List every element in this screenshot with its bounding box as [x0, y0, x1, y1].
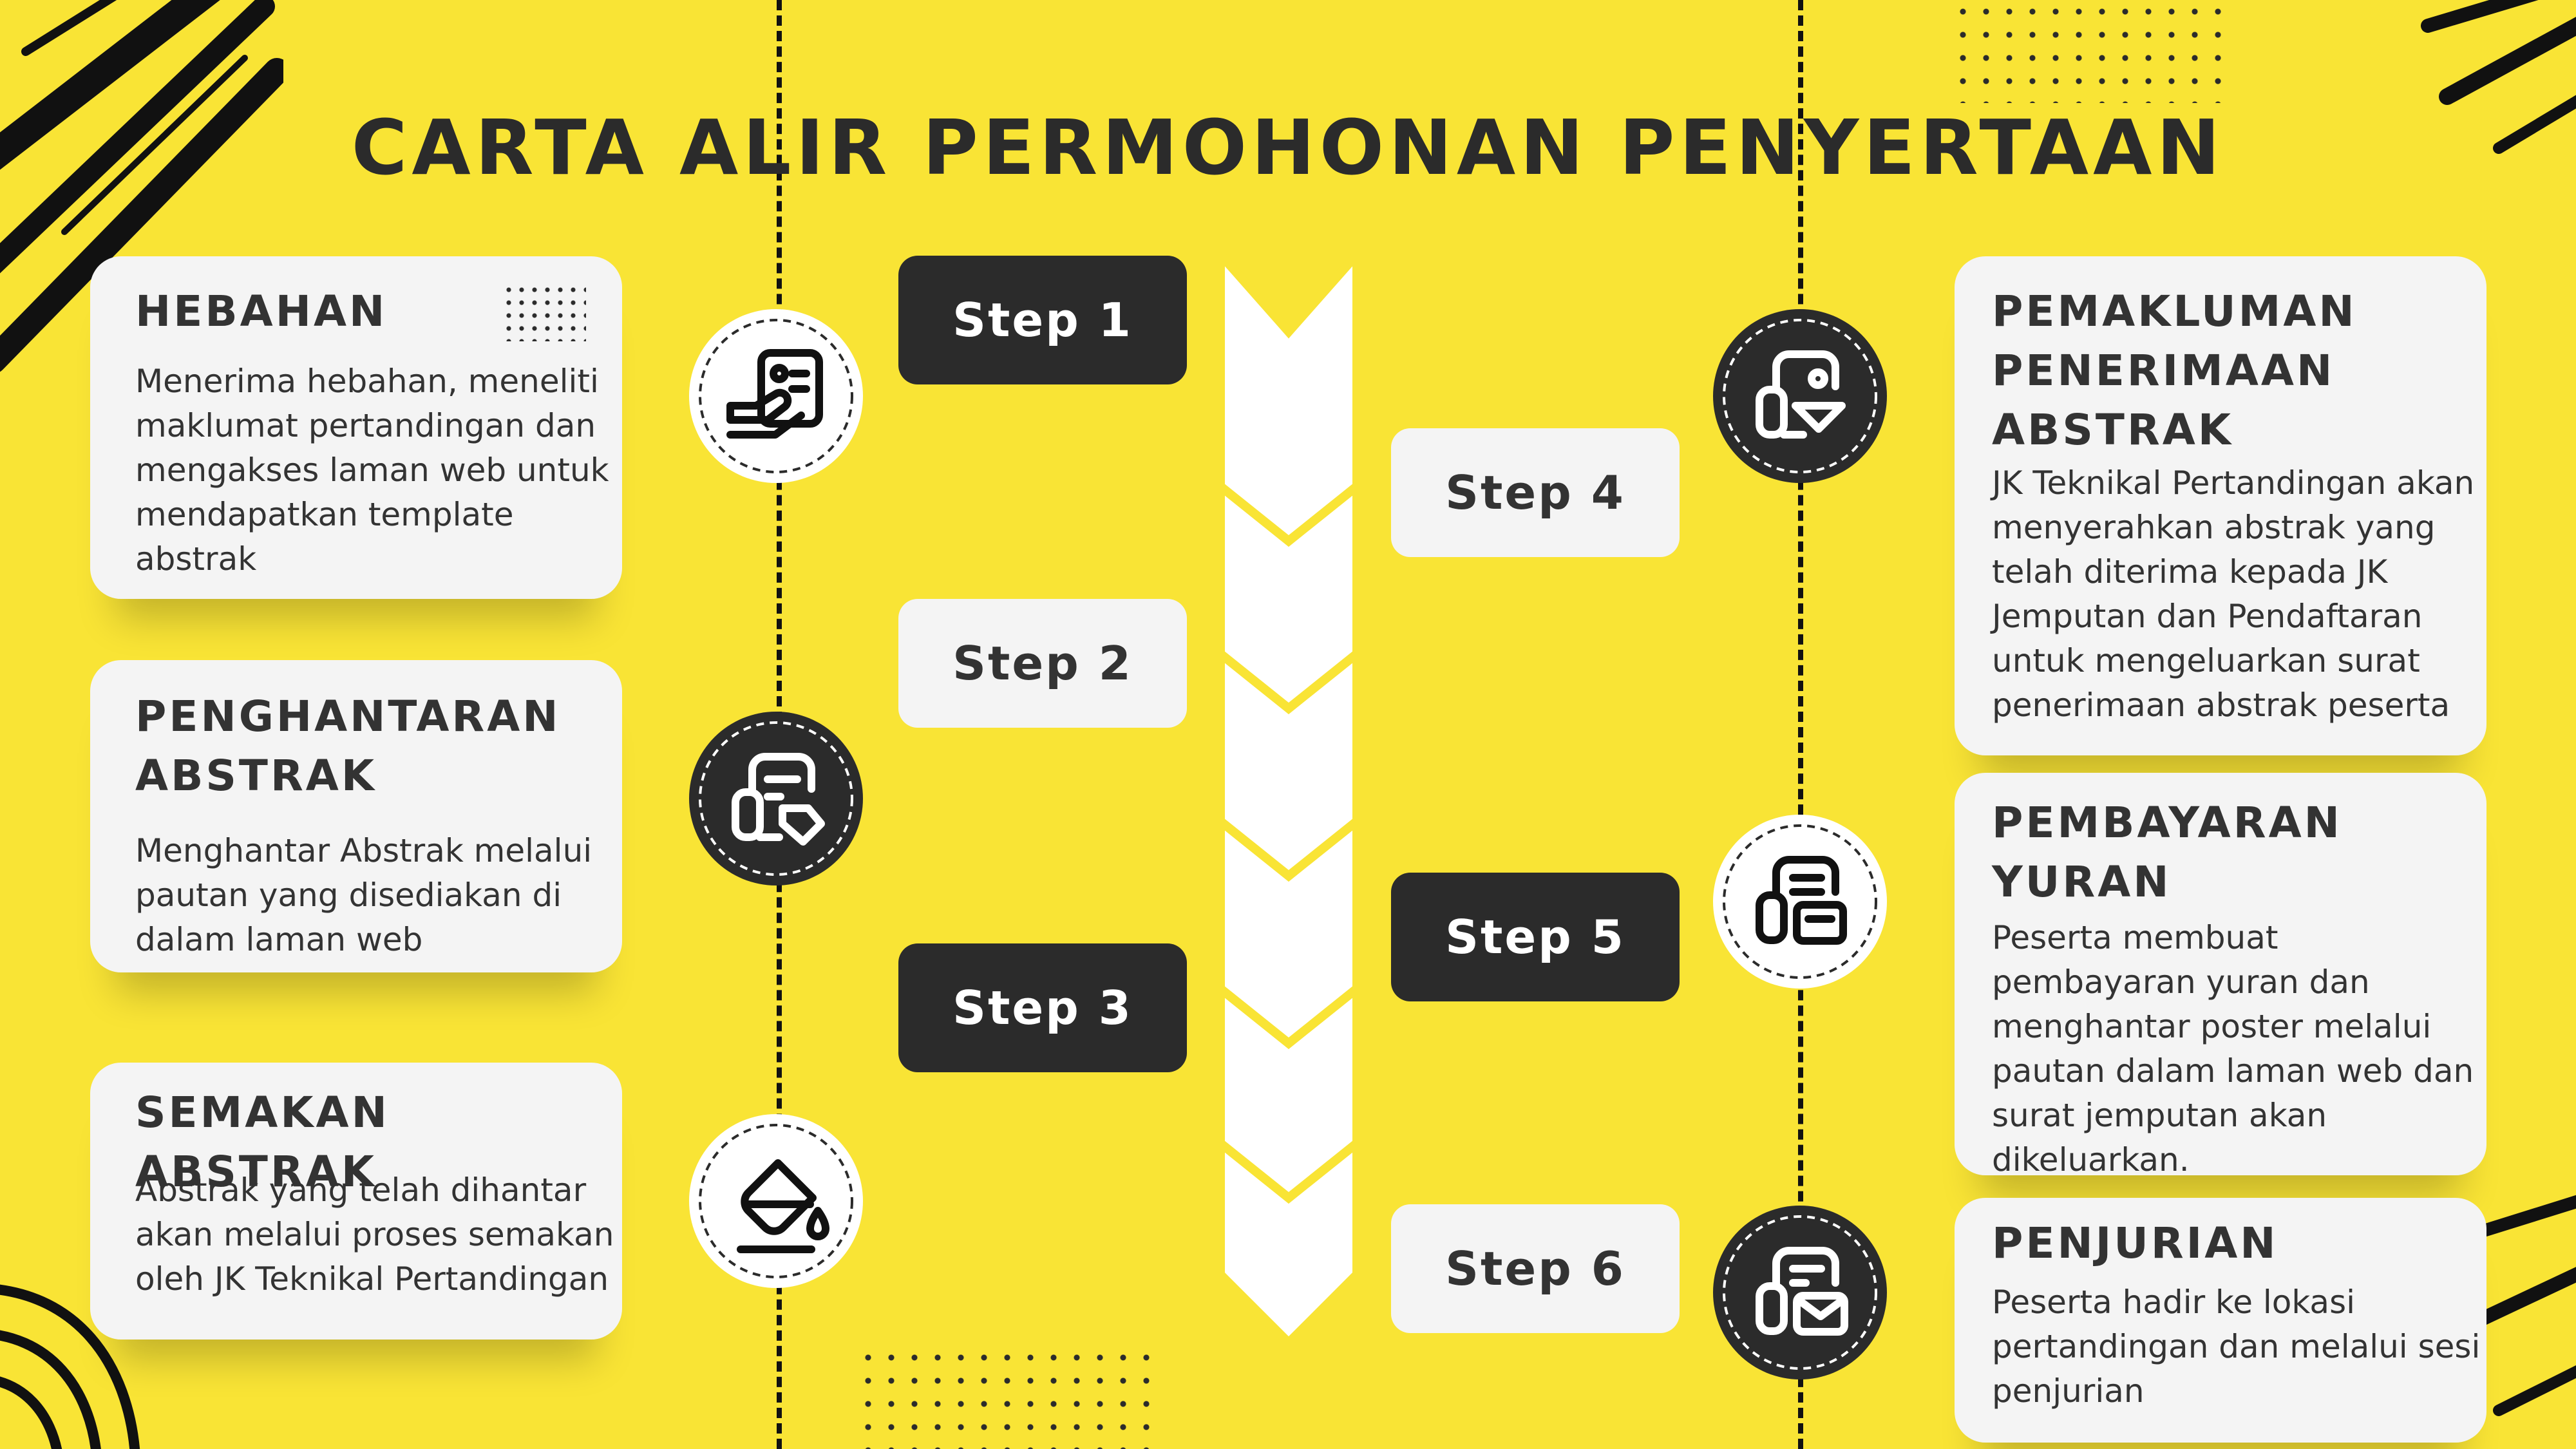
step-3-box: Step 3	[898, 943, 1187, 1072]
card-semakan-abstrak: SEMAKAN ABSTRAK Abstrak yang telah dihan…	[90, 1063, 622, 1340]
step-5-box: Step 5	[1391, 873, 1680, 1001]
card-heading: PENGHANTARAN ABSTRAK	[135, 692, 561, 800]
id-card-hand-icon	[689, 309, 863, 483]
card-description: Peserta hadir ke lokasi pertandingan dan…	[1992, 1283, 2481, 1410]
card-description: Menerima hebahan, meneliti maklumat pert…	[135, 363, 609, 578]
dashed-line-right	[1798, 0, 1803, 1449]
card-heading: SEMAKAN ABSTRAK	[135, 1088, 390, 1197]
document-tag-icon	[689, 712, 863, 886]
dot-grid-bottom	[857, 1346, 1159, 1449]
document-list-icon	[1713, 815, 1887, 989]
swirl-bottom-left	[0, 1284, 140, 1449]
paint-bucket-icon	[689, 1114, 863, 1288]
document-mail-icon	[1713, 1206, 1887, 1379]
card-description: JK Teknikal Pertandingan akan menyerahka…	[1992, 464, 2475, 724]
card-penjurian: PENJURIAN Peserta hadir ke lokasi pertan…	[1955, 1198, 2486, 1443]
card-heading: HEBAHAN	[135, 287, 388, 336]
card-penghantaran-abstrak: PENGHANTARAN ABSTRAK Menghantar Abstrak …	[90, 660, 622, 972]
step-4-box: Step 4	[1391, 428, 1680, 557]
card-pemakluman-penerimaan-abstrak: PEMAKLUMAN PENERIMAAN ABSTRAK JK Teknika…	[1955, 256, 2486, 755]
brush-stroke-top-right	[2421, 0, 2576, 154]
document-location-icon	[1713, 309, 1887, 483]
card-heading: PEMBAYARAN YURAN	[1992, 798, 2342, 907]
card-heading: PENJURIAN	[1992, 1218, 2278, 1268]
card-pembayaran-yuran: PEMBAYARAN YURAN Peserta membuat pembaya…	[1955, 773, 2486, 1179]
step-2-box: Step 2	[898, 599, 1187, 728]
brush-stroke-top-left	[0, 0, 283, 372]
step-1-box: Step 1	[898, 256, 1187, 384]
card-description: Menghantar Abstrak melalui pautan yang d…	[135, 832, 592, 958]
card-description: Abstrak yang telah dihantar akan melalui…	[135, 1171, 614, 1298]
card-dot-pattern	[502, 283, 586, 341]
page-title: CARTA ALIR PERMOHONAN PENYERTAAN	[351, 103, 2225, 192]
dot-grid-top-right	[1951, 0, 2235, 103]
card-heading: PEMAKLUMAN PENERIMAAN ABSTRAK	[1992, 287, 2357, 455]
card-description: Peserta membuat pembayaran yuran dan men…	[1992, 919, 2474, 1179]
chevron-arrow-column	[1220, 254, 1357, 1343]
step-6-box: Step 6	[1391, 1204, 1680, 1333]
brush-stroke-bottom-right	[2473, 1195, 2576, 1416]
card-hebahan: HEBAHAN Menerima hebahan, meneliti maklu…	[90, 256, 622, 599]
